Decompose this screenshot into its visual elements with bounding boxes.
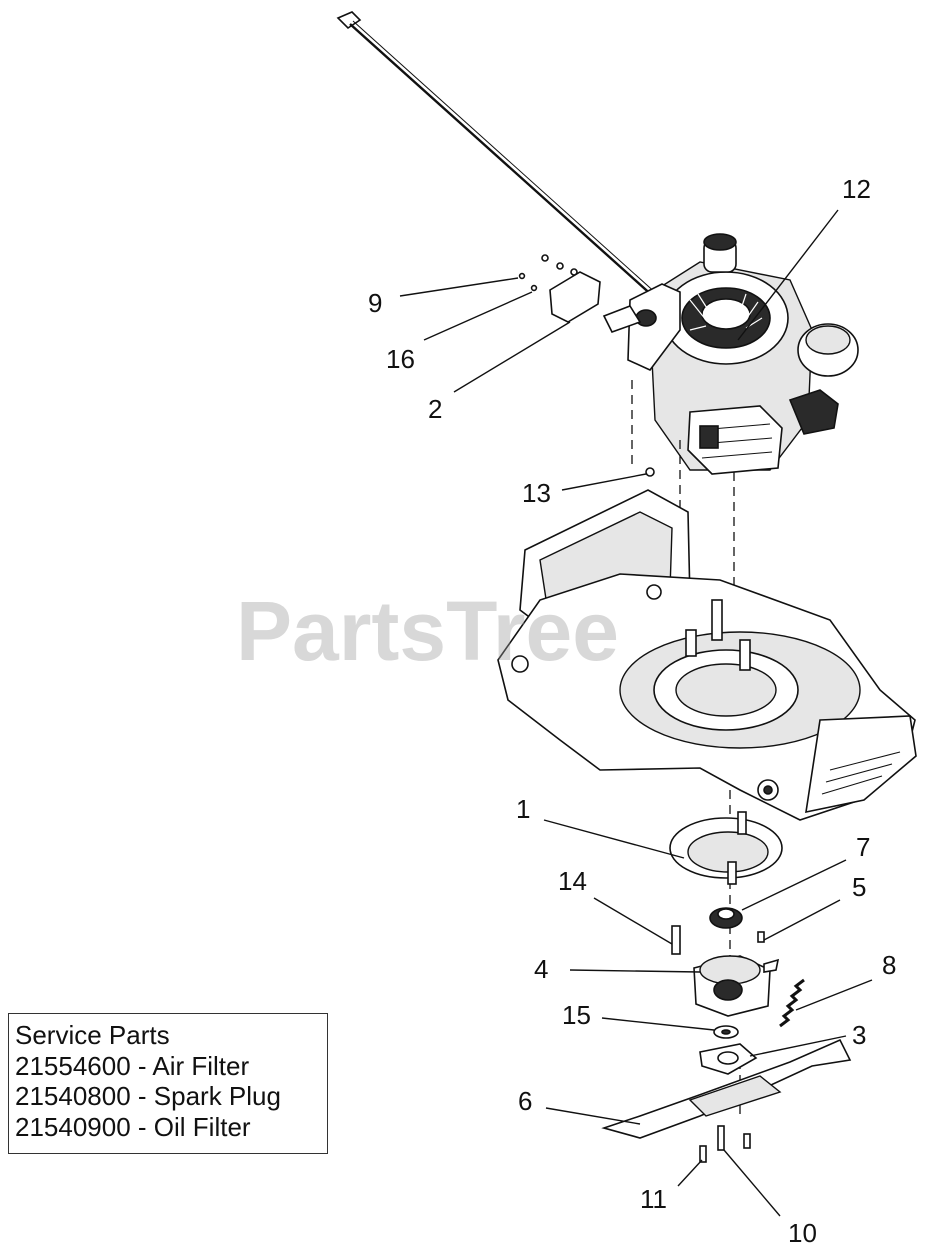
callout-15: 15 [562,1000,591,1030]
callout-4: 4 [534,954,548,984]
part-5-key [757,931,765,943]
callout-16: 16 [386,344,415,374]
part-6-blade [601,1038,852,1139]
callout-14: 14 [558,866,587,896]
callout-3: 3 [852,1020,866,1050]
watermark: PartsTree [236,584,619,678]
dipstick-cable [336,11,659,299]
service-part-air-filter: 21554600 - Air Filter [15,1050,250,1081]
part-10-bolt [717,1125,725,1151]
callout-11: 11 [640,1184,667,1214]
mower-deck [497,489,917,821]
callout-12: 12 [842,174,871,204]
engine [627,233,859,475]
callout-13: 13 [522,478,551,508]
service-part-oil-filter: 21540900 - Oil Filter [15,1111,251,1142]
service-parts-box: Service Parts 21554600 - Air Filter 2154… [8,1013,328,1154]
callout-9: 9 [368,288,382,318]
callout-7: 7 [856,832,870,862]
part-8-spring [779,978,805,1028]
part-11-bolt [699,1145,707,1163]
callout-8: 8 [882,950,896,980]
service-parts-title: Service Parts [15,1020,170,1050]
callout-6: 6 [518,1086,532,1116]
service-part-spark-plug: 21540800 - Spark Plug [15,1081,281,1111]
part-4-assembly [693,955,780,1017]
callout-5: 5 [852,872,866,902]
part-3-plate [699,1043,758,1075]
part-14-pin [671,925,681,955]
bolt-13 [645,467,655,477]
bracket [518,254,642,333]
callout-1: 1 [516,794,530,824]
callout-2: 2 [428,394,442,424]
part-15-washer [713,1025,739,1039]
part-1-plate [669,811,783,885]
leader-lines [399,209,873,1217]
callout-10: 10 [788,1218,817,1248]
part-7-adapter [709,907,743,929]
part-10-bolt-b [743,1133,751,1149]
